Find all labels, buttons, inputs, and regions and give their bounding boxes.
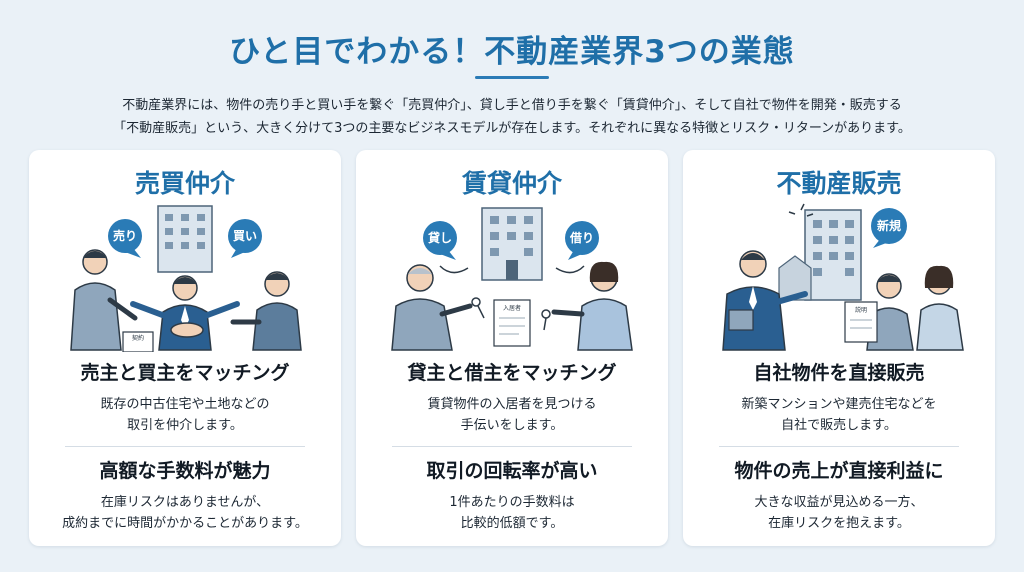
description-2: 在庫リスクはありませんが、 成約までに時間がかかることがあります。: [37, 492, 333, 534]
desc-line: 手伝いをします。: [460, 418, 564, 433]
new-bubble: 新規: [871, 208, 907, 248]
tenant-document: 入居者: [493, 299, 531, 347]
svg-text:説明: 説明: [855, 306, 867, 314]
desc-line: 成約までに時間がかかることがあります。: [62, 516, 308, 531]
intro-text: 不動産業界には、物件の売り手と買い手を繋ぐ「売買仲介」、貸し手と借り手を繋ぐ「賃…: [40, 94, 984, 140]
customer-figure-2: [916, 265, 964, 351]
heading-feature: 高額な手数料が魅力: [99, 460, 271, 482]
desc-line: 1件あたりの手数料は: [449, 495, 575, 510]
desc-line: 自社で販売します。: [781, 418, 897, 433]
heading-matching: 貸主と借主をマッチング: [407, 362, 617, 384]
card-rental-brokerage: 賃貸仲介 貸し 借り: [356, 150, 668, 546]
seller-figure: [70, 249, 138, 351]
svg-text:買い: 買い: [233, 229, 257, 243]
card-real-estate-sales: 不動産販売 新規: [683, 150, 995, 546]
description-2: 1件あたりの手数料は 比較的低額です。: [364, 492, 660, 534]
intro-line-2: 「不動産販売」という、大きく分けて3つの主要なビジネスモデルが存在します。それぞ…: [113, 121, 911, 136]
heading-direct-sales: 自社物件を直接販売: [753, 362, 925, 384]
tenant-figure: [551, 261, 633, 351]
title-underline: [475, 76, 549, 79]
desc-line: 賃貸物件の入居者を見つける: [427, 397, 597, 412]
divider: [719, 446, 959, 447]
landlord-figure: [391, 264, 473, 351]
rental-brokerage-illustration: 貸し 借り 入居者: [391, 207, 633, 351]
buyer-figure: [230, 271, 302, 351]
description-1: 新築マンションや建売住宅などを 自社で販売します。: [693, 394, 985, 436]
card-title: 賃貸仲介: [461, 169, 562, 198]
buy-bubble: 買い: [228, 219, 262, 258]
svg-text:借り: 借り: [569, 230, 594, 245]
sales-brokerage-illustration: 売り 買い: [70, 205, 302, 352]
card-title: 売買仲介: [134, 169, 235, 198]
card-sales-brokerage: 売買仲介 売り 買い: [29, 150, 341, 546]
desc-line: 在庫リスクを抱えます。: [768, 516, 910, 531]
description-1: 賃貸物件の入居者を見つける 手伝いをします。: [366, 394, 658, 436]
desc-line: 比較的低額です。: [460, 516, 564, 531]
svg-text:貸し: 貸し: [428, 230, 452, 245]
desc-line: 大きな収益が見込める一方、: [754, 495, 924, 510]
desc-line: 既存の中古住宅や土地などの: [100, 397, 270, 412]
real-estate-sales-illustration: 新規 説明: [722, 203, 964, 351]
svg-text:売り: 売り: [113, 228, 137, 243]
description-2: 大きな収益が見込める一方、 在庫リスクを抱えます。: [691, 492, 987, 534]
divider: [392, 446, 632, 447]
sell-bubble: 売り: [108, 219, 142, 258]
desc-line: 新築マンションや建売住宅などを: [741, 397, 937, 412]
intro-line-1: 不動産業界には、物件の売り手と買い手を繋ぐ「売買仲介」、貸し手と借り手を繋ぐ「賃…: [122, 98, 902, 113]
developer-figure: [722, 250, 808, 351]
desc-line: 在庫リスクはありませんが、: [100, 495, 270, 510]
svg-text:契約: 契約: [132, 334, 144, 342]
borrow-bubble: 借り: [565, 221, 599, 260]
page-title: ひと目でわかる！不動産業界3つの業態: [229, 34, 795, 70]
lend-bubble: 貸し: [423, 221, 457, 260]
desc-line: 取引を仲介します。: [127, 418, 243, 433]
heading-feature: 物件の売上が直接利益に: [734, 460, 944, 482]
svg-text:新規: 新規: [877, 218, 901, 233]
key-icon: [471, 297, 551, 331]
description-1: 既存の中古住宅や土地などの 取引を仲介します。: [39, 394, 331, 436]
divider: [65, 446, 305, 447]
heading-matching: 売主と買主をマッチング: [80, 362, 290, 384]
sales-document: 説明: [844, 301, 878, 343]
card-title: 不動産販売: [776, 169, 902, 198]
svg-text:入居者: 入居者: [503, 305, 521, 312]
heading-feature: 取引の回転率が高い: [426, 460, 598, 482]
contract-document: 契約: [122, 331, 154, 352]
